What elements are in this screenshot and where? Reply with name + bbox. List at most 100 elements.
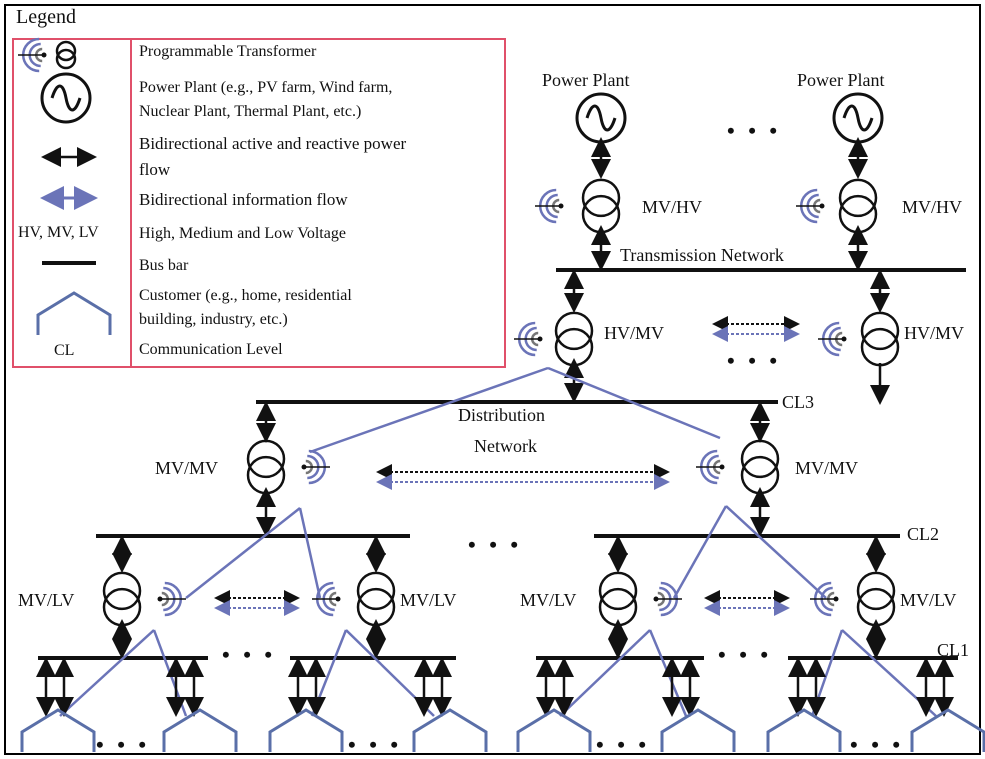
wireless-node (558, 203, 564, 209)
label-hvmv-right: HV/MV (904, 323, 965, 343)
wireless-node (841, 336, 847, 342)
transformer-coil (554, 311, 594, 351)
label-power-plant-left: Power Plant (542, 70, 630, 90)
transformer-coil (740, 455, 780, 495)
transformer-coil (838, 178, 878, 218)
transformer-coil (102, 587, 142, 627)
ellipsis: • • • (727, 348, 782, 373)
label-distribution-network-2: Network (474, 436, 537, 456)
customer-house-icon (268, 708, 344, 752)
info-flow-line (672, 505, 728, 599)
transformer-coil (740, 439, 780, 479)
info-flow-line (185, 507, 301, 599)
ellipsis: • • • (96, 732, 151, 757)
transformer-coil (55, 48, 77, 70)
legend-power-flow-line2: flow (139, 160, 171, 179)
info-flow-line (298, 507, 322, 599)
customer-house-icon (20, 708, 96, 752)
legend-power-plant-line1: Power Plant (e.g., PV farm, Wind farm, (139, 79, 393, 96)
legend-customer-line2: building, industry, etc.) (139, 311, 288, 328)
ellipsis: • • • (718, 642, 773, 667)
customer-house-icon (516, 708, 592, 752)
legend-voltage-text: High, Medium and Low Voltage (139, 225, 346, 242)
info-flow-line (559, 629, 651, 717)
transformer-coil (356, 571, 396, 611)
transformer-coil (554, 327, 594, 367)
legend-power-flow-line1: Bidirectional active and reactive power (139, 134, 407, 153)
transformer-coil (356, 587, 396, 627)
transformer-coil (581, 178, 621, 218)
customer-house-icon (660, 708, 736, 752)
customer-house-icon (412, 708, 488, 752)
label-mvlv-1: MV/LV (18, 590, 75, 610)
legend-power-plant-line2: Nuclear Plant, Thermal Plant, etc.) (139, 103, 362, 120)
wireless-node (301, 464, 307, 470)
transformer-coil (102, 571, 142, 611)
info-flow-line (547, 366, 721, 440)
legend-title: Legend (16, 6, 76, 28)
wireless-node (653, 596, 659, 602)
transformer-coil (856, 587, 896, 627)
label-distribution-network-1: Distribution (458, 405, 546, 425)
customer-house-icon (766, 708, 842, 752)
customer-house-icon (910, 708, 985, 752)
transformer-coil (581, 194, 621, 234)
ellipsis: • • • (468, 532, 523, 557)
info-flow-line (841, 629, 937, 717)
legend-info-flow: Bidirectional information flow (139, 190, 348, 209)
transformer-coil (55, 40, 77, 62)
label-mvhv-right: MV/HV (902, 197, 963, 217)
sine-wave (842, 104, 874, 132)
label-mvlv-2: MV/LV (400, 590, 457, 610)
sine-wave (585, 104, 617, 132)
customer-house-icon (36, 291, 112, 335)
legend-cl-text: Communication Level (139, 341, 283, 358)
wireless-node (157, 596, 163, 602)
diagram-frame (4, 4, 981, 755)
legend-customer-line1: Customer (e.g., home, residential (139, 287, 352, 304)
label-mvlv-4: MV/LV (900, 590, 957, 610)
info-flow-line (309, 366, 549, 454)
transformer-coil (598, 571, 638, 611)
ellipsis: • • • (727, 118, 782, 143)
label-mvmv-left: MV/MV (155, 458, 219, 478)
info-flow-line (345, 629, 435, 717)
transformer-coil (860, 311, 900, 351)
wireless-node (335, 596, 341, 602)
info-flow-line (59, 629, 155, 717)
transformer-coil (598, 587, 638, 627)
wireless-node (833, 596, 839, 602)
sine-wave (50, 84, 82, 112)
ellipsis: • • • (850, 732, 905, 757)
legend-voltage-symbol: HV, MV, LV (18, 224, 99, 241)
legend-bus-bar: Bus bar (139, 257, 189, 274)
ellipsis: • • • (596, 732, 651, 757)
ellipsis: • • • (348, 732, 403, 757)
label-transmission-network: Transmission Network (620, 245, 784, 265)
label-power-plant-right: Power Plant (797, 70, 885, 90)
wireless-node (819, 203, 825, 209)
info-flow-line (152, 629, 188, 717)
info-flow-line (725, 505, 827, 599)
legend-programmable-transformer: Programmable Transformer (139, 43, 317, 60)
wireless-node (41, 52, 47, 58)
label-mvmv-right: MV/MV (795, 458, 859, 478)
transformer-coil (838, 194, 878, 234)
label-cl1: CL1 (937, 640, 970, 660)
wireless-node (537, 336, 543, 342)
transformer-coil (860, 327, 900, 367)
customer-house-icon (162, 708, 238, 752)
transformer-coil (246, 455, 286, 495)
label-cl3: CL3 (782, 392, 815, 412)
legend-divider (130, 38, 132, 368)
legend-box (12, 38, 506, 368)
legend-cl-symbol: CL (54, 342, 75, 359)
ellipsis: • • • (222, 642, 277, 667)
label-mvhv-left: MV/HV (642, 197, 703, 217)
wireless-node (719, 464, 725, 470)
label-mvlv-3: MV/LV (520, 590, 577, 610)
info-flow-line (648, 629, 688, 717)
power-plant-icon (40, 72, 92, 124)
transformer-coil (856, 571, 896, 611)
